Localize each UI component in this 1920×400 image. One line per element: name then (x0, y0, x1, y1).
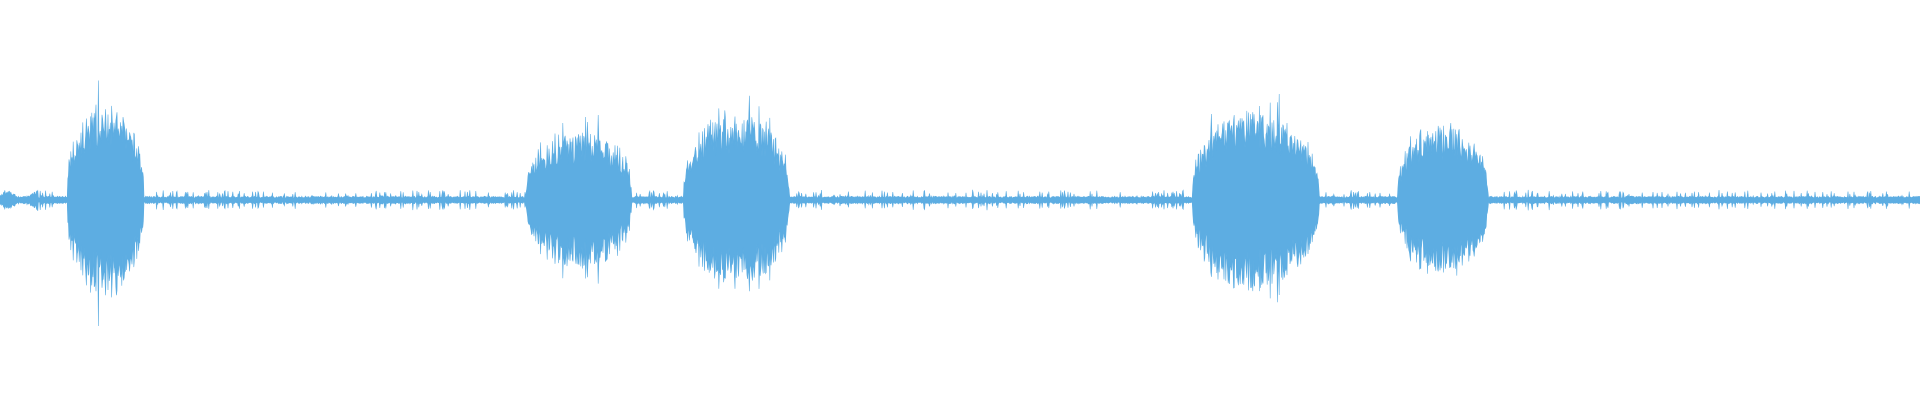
waveform-path (0, 80, 1920, 327)
